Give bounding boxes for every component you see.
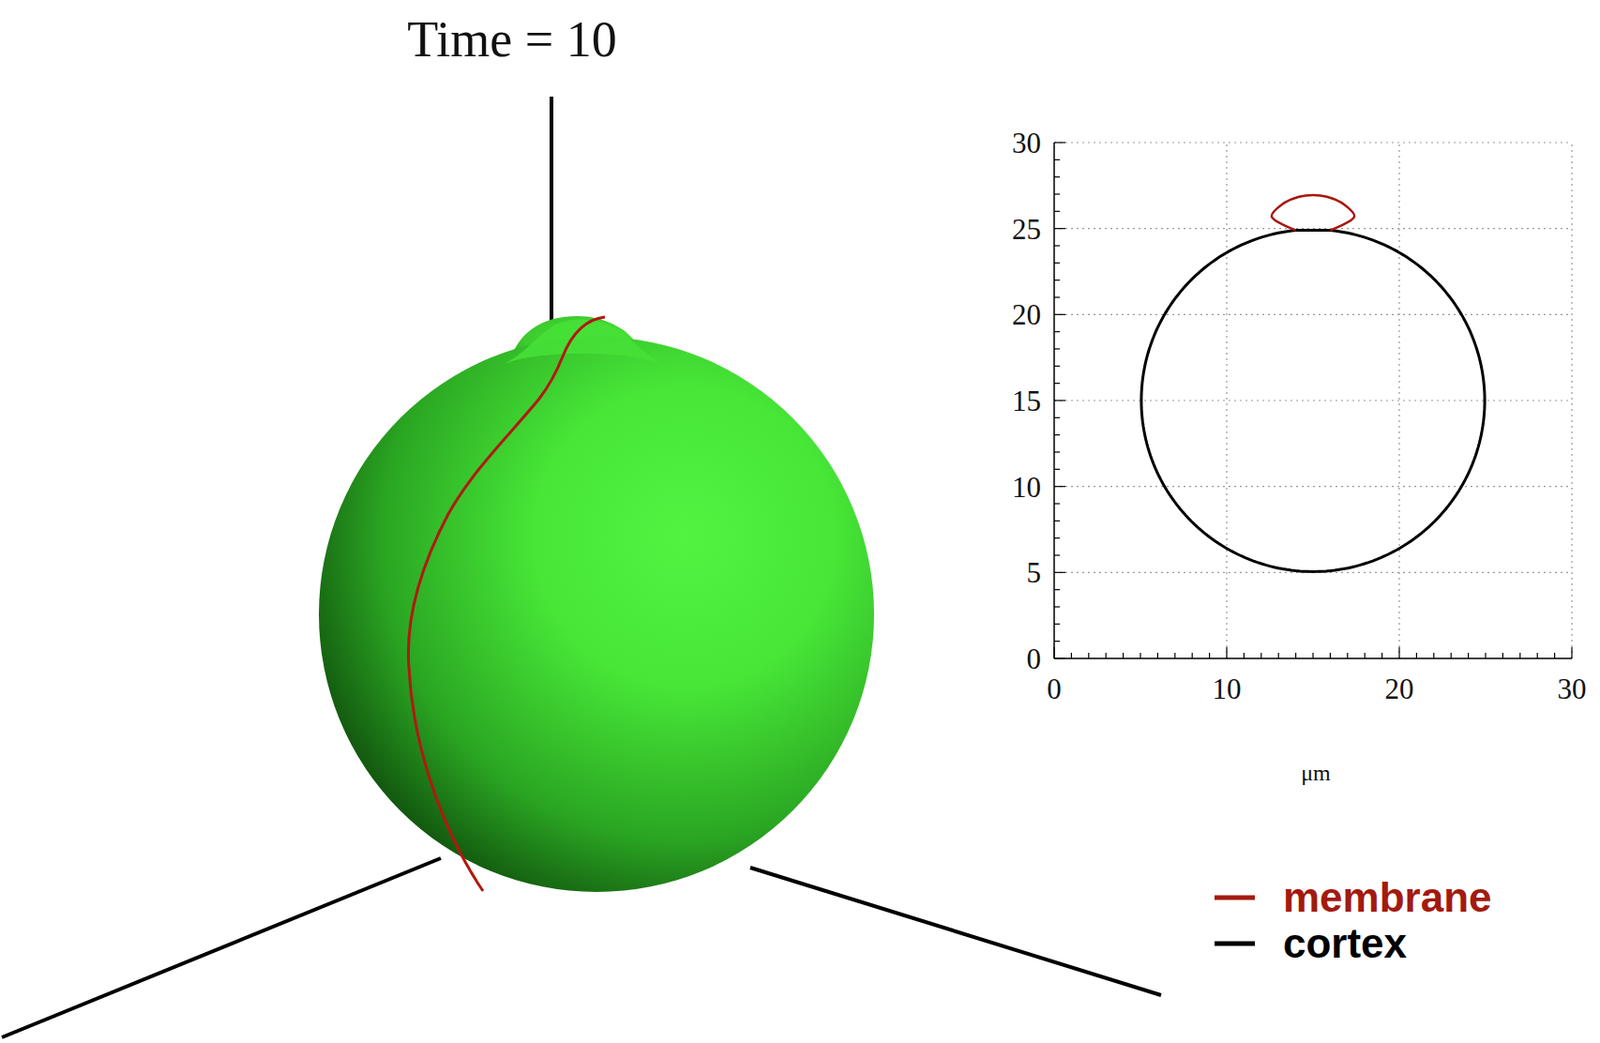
tick-mark [1054,141,1066,143]
cortex-outline [1141,230,1485,573]
tick-mark [1295,652,1297,659]
tick-mark [1139,652,1141,659]
tick-mark [1450,652,1452,659]
tick-mark [1054,159,1060,161]
tick-mark [1484,652,1486,659]
cell-sphere [318,336,875,892]
tick-mark [1433,652,1434,659]
tick-mark [1157,652,1159,659]
grid-line [1054,399,1572,401]
y-tick-label: 5 [1026,558,1042,588]
cross-section-plot [1054,142,1572,659]
tick-mark [1054,211,1060,212]
y-tick-label: 20 [1011,300,1042,330]
membrane-meridian [407,316,605,891]
tick-mark [1243,652,1245,659]
grid-line [1054,485,1572,487]
tick-mark [1054,588,1060,590]
tick-mark [1054,605,1060,607]
tick-mark [1054,331,1060,333]
tick-mark [1398,647,1400,659]
tick-mark [1054,262,1060,264]
tick-mark [1054,193,1060,195]
tick-mark [1053,647,1055,659]
y-tick-label: 30 [1011,128,1042,158]
tick-mark [1364,652,1366,659]
tick-mark [1054,417,1060,419]
axis-unit: μm [1300,761,1331,785]
legend-line-sample [1214,895,1255,901]
tick-mark [1054,347,1060,349]
tick-mark [1054,451,1060,453]
tick-mark [1381,652,1383,659]
plot-title: Time = 10 [407,14,618,65]
tick-mark [1071,652,1072,659]
x-tick-label: 0 [1046,674,1062,704]
y-axis-3d [750,867,1162,996]
tick-mark [1174,652,1176,659]
tick-mark [1312,652,1314,659]
tick-mark [1278,652,1280,659]
y-tick-label: 0 [1026,644,1042,674]
x-axis-3d [1,858,441,1038]
x-tick-label: 30 [1557,674,1587,704]
tick-mark [1054,537,1060,539]
tick-mark [1054,176,1060,178]
tick-mark [1054,227,1066,229]
tick-mark [1087,652,1089,659]
membrane-bleb [1271,195,1355,231]
grid-line [1054,314,1572,316]
tick-mark [1054,657,1066,659]
tick-mark [1054,244,1060,246]
tick-mark [1329,652,1331,659]
tick-mark [1054,382,1060,384]
z-axis [549,96,554,324]
tick-mark [1054,485,1066,487]
tick-mark [1554,652,1555,659]
tick-mark [1054,502,1060,504]
tick-mark [1570,647,1572,659]
tick-mark [1225,647,1227,659]
legend-label: membrane [1283,876,1493,919]
y-tick-label: 10 [1011,471,1042,501]
y-tick-label: 15 [1011,386,1042,416]
tick-mark [1054,554,1060,556]
legend-samples [1214,897,1255,944]
legend-label: cortex [1283,922,1407,965]
legend-line-sample [1214,941,1255,947]
tick-mark [1054,279,1060,281]
tick-mark [1416,652,1418,659]
tick-mark [1208,652,1210,659]
tick-mark [1054,640,1060,642]
tick-mark [1105,652,1107,659]
grid-line [1225,142,1227,659]
tick-mark [1192,652,1193,659]
tick-mark [1260,652,1262,659]
tick-mark [1502,652,1504,659]
x-tick-label: 20 [1385,674,1415,704]
tick-mark [1519,652,1521,659]
tick-mark [1054,296,1060,298]
grid-line [1054,141,1572,143]
tick-mark [1054,365,1060,367]
tick-mark [1122,652,1124,659]
tick-mark [1054,572,1066,574]
tick-mark [1467,652,1469,659]
tick-mark [1054,468,1060,470]
tick-mark [1537,652,1539,659]
tick-mark [1346,652,1348,659]
tick-mark [1054,520,1060,522]
tick-mark [1054,399,1066,401]
y-tick-label: 25 [1011,213,1042,243]
tick-mark [1054,314,1066,316]
tick-mark [1054,434,1060,436]
tick-mark [1054,623,1060,625]
x-tick-label: 10 [1212,674,1242,704]
